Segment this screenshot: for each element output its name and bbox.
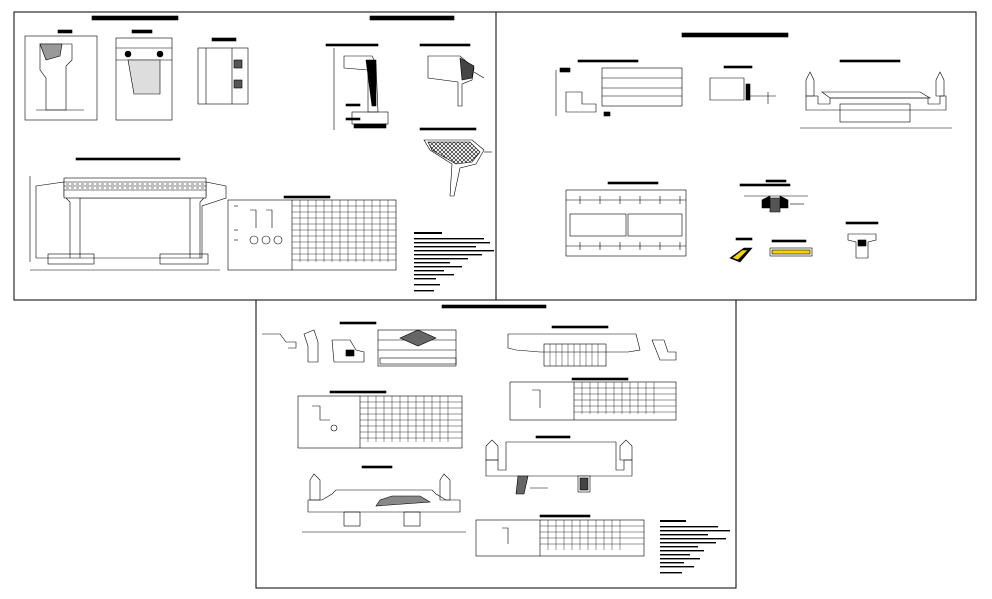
beam-plan-1 — [555, 59, 683, 117]
abutment-section-1 — [24, 29, 98, 121]
sheet-3 — [255, 299, 737, 589]
expansion-joint-detail — [739, 179, 808, 213]
abutment-section-2 — [115, 29, 173, 121]
sheet-2 — [495, 11, 977, 301]
quantity-table-3a-grid — [360, 396, 462, 442]
sheet-1-title-bar-2 — [369, 15, 455, 21]
bridge-elevation-1 — [29, 157, 227, 271]
beam-plan-long — [565, 181, 687, 257]
quantity-table-3c-grid — [540, 520, 644, 550]
wingwall-details — [262, 321, 377, 363]
pier-detail-1 — [325, 43, 389, 130]
small-pier-detail — [845, 221, 879, 259]
abutment-section-3 — [197, 37, 249, 105]
quantity-table-1 — [227, 195, 397, 271]
quantity-table-3b-grid — [574, 382, 676, 414]
bridge-section-3c — [302, 465, 466, 533]
notes-block-3 — [660, 520, 730, 574]
bridge-section-3a — [507, 325, 677, 367]
beam-elevation-3 — [377, 329, 457, 367]
notes-block-1 — [414, 232, 494, 292]
beam-detail-2 — [709, 65, 776, 104]
beam-plan-long-ticks — [579, 196, 681, 250]
bridge-section-3b — [485, 435, 633, 495]
hatched-detail — [419, 127, 492, 197]
quantity-table-3a — [297, 390, 463, 449]
sheet-2-title-bar — [681, 32, 789, 38]
bridge-section-3a-rebar — [549, 344, 599, 366]
quantity-table-3b — [509, 377, 677, 421]
sheet-1-border — [13, 11, 497, 301]
sheet-1 — [13, 11, 497, 301]
bridge-section-2 — [800, 59, 952, 129]
parapet-detail-1 — [419, 43, 485, 107]
quantity-table-3c — [475, 514, 645, 557]
quantity-table-1-grid — [292, 200, 396, 262]
sheet-3-border — [255, 299, 737, 589]
sheet-1-title-bar — [91, 15, 179, 21]
bearing-pad-detail — [729, 237, 813, 263]
bridge-elevation-1-rebar — [66, 183, 204, 189]
sheet-3-title-bar — [441, 304, 547, 309]
